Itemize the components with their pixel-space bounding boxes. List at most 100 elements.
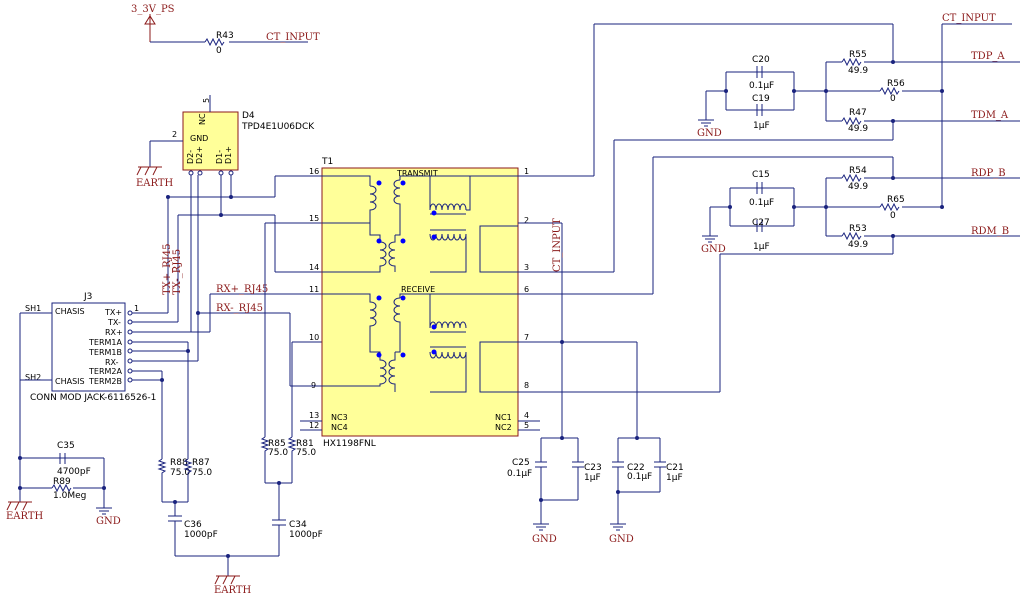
- net-rdp-b: RDP_B: [971, 168, 1006, 179]
- c34-value: 1000pF: [289, 530, 323, 540]
- t1-pin15: 15: [309, 214, 319, 223]
- net-ct-input-top: CT_INPUT: [266, 32, 320, 43]
- r65-ref: R65: [887, 195, 905, 205]
- c34-ref: C34: [289, 520, 307, 530]
- t1-pin16: 16: [309, 167, 319, 176]
- earth-label-j3: EARTH: [6, 511, 44, 522]
- r47-ref: R47: [849, 108, 867, 118]
- net-txm-rj45: TX-_RJ45: [172, 249, 183, 295]
- r47-value: 49.9: [848, 124, 868, 134]
- d4-pin5: 5: [202, 98, 211, 103]
- net-txp-rj45: TX+_RJ45: [162, 244, 173, 295]
- j3-txp: TX+: [104, 308, 122, 317]
- gnd-label-4: GND: [532, 534, 557, 545]
- c20-ref: C20: [752, 55, 770, 65]
- r56-value: 0: [890, 94, 896, 104]
- net-ct-input-right: CT_INPUT: [942, 13, 996, 24]
- r54-value: 49.9: [848, 182, 868, 192]
- c21-ref: C21: [666, 463, 684, 473]
- j3-rxm: RX-: [105, 358, 119, 367]
- c15-value: 0.1µF: [749, 198, 774, 208]
- r43-ref: R43: [216, 31, 234, 41]
- r89-ref: R89: [53, 477, 71, 487]
- r88-value: 75.0: [170, 468, 190, 478]
- t1-transmit: TRANSMIT: [396, 169, 438, 178]
- t1-pin4: 4: [524, 411, 529, 420]
- tx-termination: R55 49.9 R47 49.9 R56 0 C20 0.1µF C19 1µ…: [697, 50, 942, 139]
- j3-term2a: TERM2A: [88, 367, 122, 376]
- ct-decoupling: CT_INPUT C25 0.1µF C23 1µF GND: [507, 218, 684, 545]
- c23-ref: C23: [584, 463, 602, 473]
- t1-pin8: 8: [524, 381, 529, 390]
- c25-ref: C25: [512, 458, 530, 468]
- d4-gnd-label: GND: [190, 134, 208, 143]
- earth-label-d4: EARTH: [136, 178, 174, 189]
- c19-value: 1µF: [753, 121, 770, 131]
- t1-pin3: 3: [524, 263, 529, 272]
- d4-pin2: 2: [172, 130, 177, 139]
- t1-pin7: 7: [524, 333, 529, 342]
- net-tdp-a: TDP_A: [971, 51, 1005, 62]
- r88-ref: R88: [170, 458, 188, 468]
- t1-ref: T1: [321, 157, 333, 167]
- c20-value: 0.1µF: [749, 81, 774, 91]
- c27-ref: C27: [752, 218, 770, 228]
- t1-nc2: NC2: [495, 423, 512, 432]
- termination-network: R88 75.0 R87 75.0 C36 1000pF R85 75.0 R8…: [157, 222, 323, 596]
- d4-d2p: D2+: [195, 146, 204, 164]
- d4-part: TPD4E1U06DCK: [241, 122, 315, 132]
- t1-pin11: 11: [309, 285, 319, 294]
- rx-termination: R54 49.9 R53 49.9 R65 0 C15 0.1µF C27 1µ…: [701, 166, 942, 255]
- r53-ref: R53: [849, 224, 867, 234]
- t1-pin1: 1: [524, 167, 529, 176]
- r55-value: 49.9: [848, 66, 868, 76]
- r89-value: 1.0Meg: [53, 491, 86, 501]
- j3-sh2: SH2: [25, 373, 41, 382]
- c35-ref: C35: [57, 441, 75, 451]
- j3-rxp: RX+: [105, 328, 123, 337]
- j3-chasis-1: CHASIS: [55, 307, 85, 316]
- t1-nc4: NC4: [331, 423, 348, 432]
- j3-txm: TX-: [107, 318, 121, 327]
- r65-value: 0: [890, 211, 896, 221]
- net-rdm-b: RDM_B: [971, 226, 1009, 237]
- earth-symbol-d4: EARTH: [136, 166, 174, 189]
- j3-part: CONN MOD JACK-6116526-1: [30, 393, 156, 403]
- t1-part: HX1198FNL: [323, 439, 376, 449]
- r87-ref: R87: [192, 458, 210, 468]
- net-rxm-rj45: RX-_RJ45: [216, 303, 263, 314]
- c25-value: 0.1µF: [507, 469, 532, 479]
- j3-chasis-2: CHASIS: [55, 377, 85, 386]
- r53-value: 49.9: [848, 240, 868, 250]
- c21-value: 1µF: [666, 473, 683, 483]
- r54-ref: R54: [849, 166, 867, 176]
- j3-term2b: TERM2B: [88, 377, 122, 386]
- earth-label-bottom: EARTH: [214, 585, 252, 596]
- t1-pin13: 13: [309, 411, 319, 420]
- t1-pin10: 10: [309, 333, 319, 342]
- t1-transformer: T1 HX1198FNL TRANSMIT RECEIVE 16 15 14 1…: [290, 157, 540, 449]
- c22-ref: C22: [627, 463, 645, 473]
- j3-term1a: TERM1A: [88, 338, 122, 347]
- d4-d1p: D1+: [224, 146, 233, 164]
- gnd-label-2: GND: [697, 128, 722, 139]
- gnd-label-3: GND: [701, 244, 726, 255]
- right-routing: TDP_A TDM_A RDP_B RDM_B CT_INPUT: [540, 13, 1020, 393]
- power-3v3-block: 3_3V_PS R43 0 CT_INPUT: [131, 4, 320, 56]
- c23-value: 1µF: [584, 473, 601, 483]
- d4-ref: D4: [242, 111, 255, 121]
- r55-ref: R55: [849, 50, 867, 60]
- d4-d2m: D2-: [186, 150, 195, 164]
- c35-value: 4700pF: [57, 467, 91, 477]
- j3-term1b: TERM1B: [88, 348, 122, 357]
- r43-value: 0: [216, 46, 222, 56]
- c19-ref: C19: [752, 94, 770, 104]
- gnd-label-5: GND: [609, 534, 634, 545]
- j3-rj45-connector: J3 CHASIS TX+ TX- RX+ TERM1A TERM1B RX- …: [19, 292, 156, 502]
- t1-pin14: 14: [309, 263, 319, 272]
- t1-pin6: 6: [524, 285, 529, 294]
- t1-receive: RECEIVE: [401, 285, 435, 294]
- j3-sh1: SH1: [25, 304, 41, 313]
- c36-ref: C36: [184, 520, 202, 530]
